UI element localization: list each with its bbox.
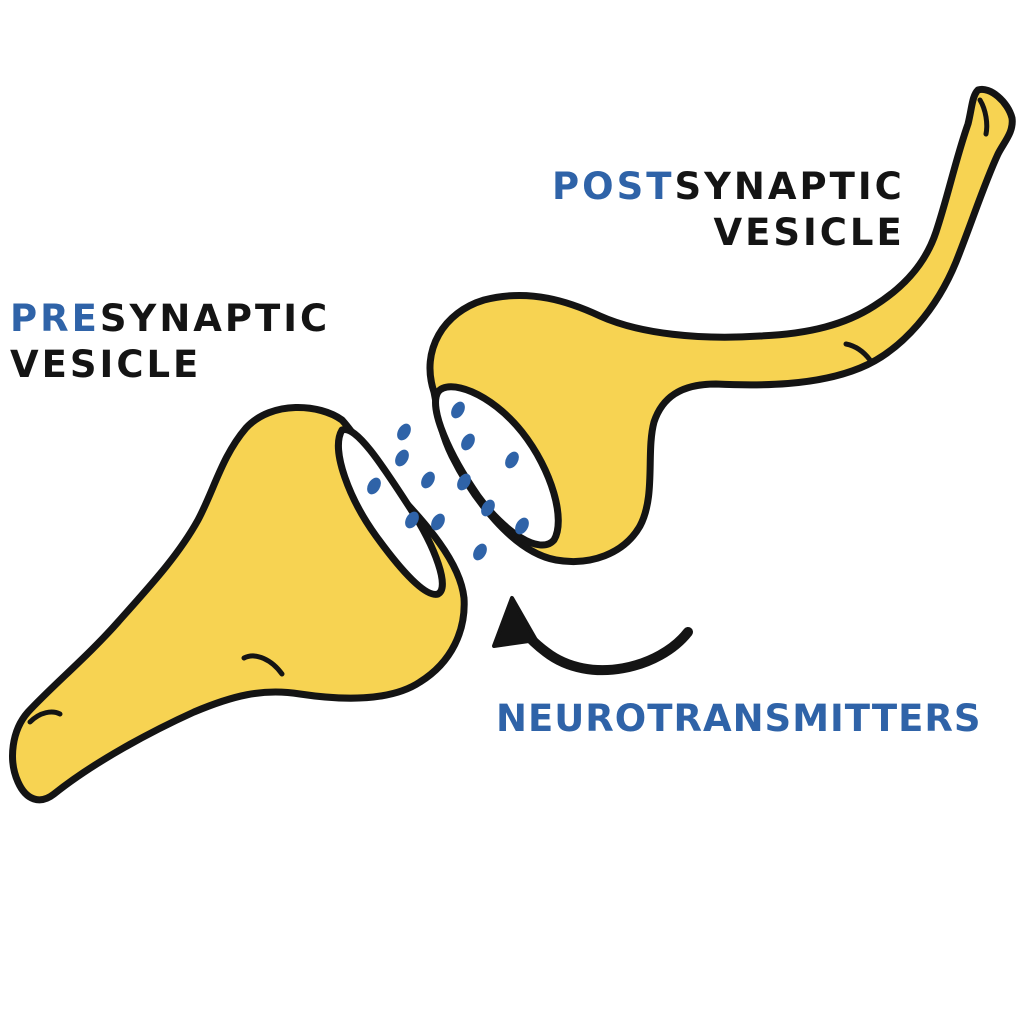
neurotransmitter-dot [405,511,419,529]
presynaptic-body [9,403,468,804]
presynaptic-rest: SYNAPTIC [99,297,331,340]
neurotransmitter-dot [457,473,471,491]
presynaptic-neuron [9,403,468,804]
neurotransmitter-dot [481,499,495,517]
presynaptic-label-line1: PRESYNAPTIC [10,296,330,342]
postsynaptic-label-line2: VESICLE [713,211,905,254]
neurotransmitter-dot [451,401,465,419]
postsynaptic-rest: SYNAPTIC [674,165,905,208]
neurotransmitter-dot [421,471,435,489]
neurotransmitter-dot [473,543,487,561]
postsynaptic-label-line1: POSTSYNAPTIC [552,164,905,210]
postsynaptic-body [426,85,1016,565]
postsynaptic-neuron [426,85,1016,565]
curved-arrow-icon [492,596,693,676]
presynaptic-membrane-opening [335,426,446,598]
arrow-shaft [509,607,693,676]
neurotransmitter-dot [395,449,409,467]
presynaptic-prefix: PRE [10,297,100,340]
postsynaptic-fold [843,341,873,363]
neurotransmitters-label: NEUROTRANSMITTERS [496,697,982,740]
postsynaptic-label: POSTSYNAPTIC VESICLE [552,164,905,256]
presynaptic-label-line2: VESICLE [10,343,202,386]
arrow-head [492,596,538,648]
postsynaptic-tip-fold [977,97,990,137]
neurotransmitter-dot [461,433,475,451]
neurotransmitter-dots [367,401,529,561]
postsynaptic-membrane-opening [432,383,562,549]
presynaptic-tip-fold [27,709,63,725]
postsynaptic-prefix: POST [552,165,675,208]
neurotransmitter-dot [397,423,411,441]
presynaptic-label: PRESYNAPTIC VESICLE [10,296,330,388]
presynaptic-fold [241,653,285,677]
neurotransmitter-dot [431,513,445,531]
neurotransmitter-dot [367,477,381,495]
neurotransmitter-dot [515,517,529,535]
neurotransmitter-dot [505,451,519,469]
